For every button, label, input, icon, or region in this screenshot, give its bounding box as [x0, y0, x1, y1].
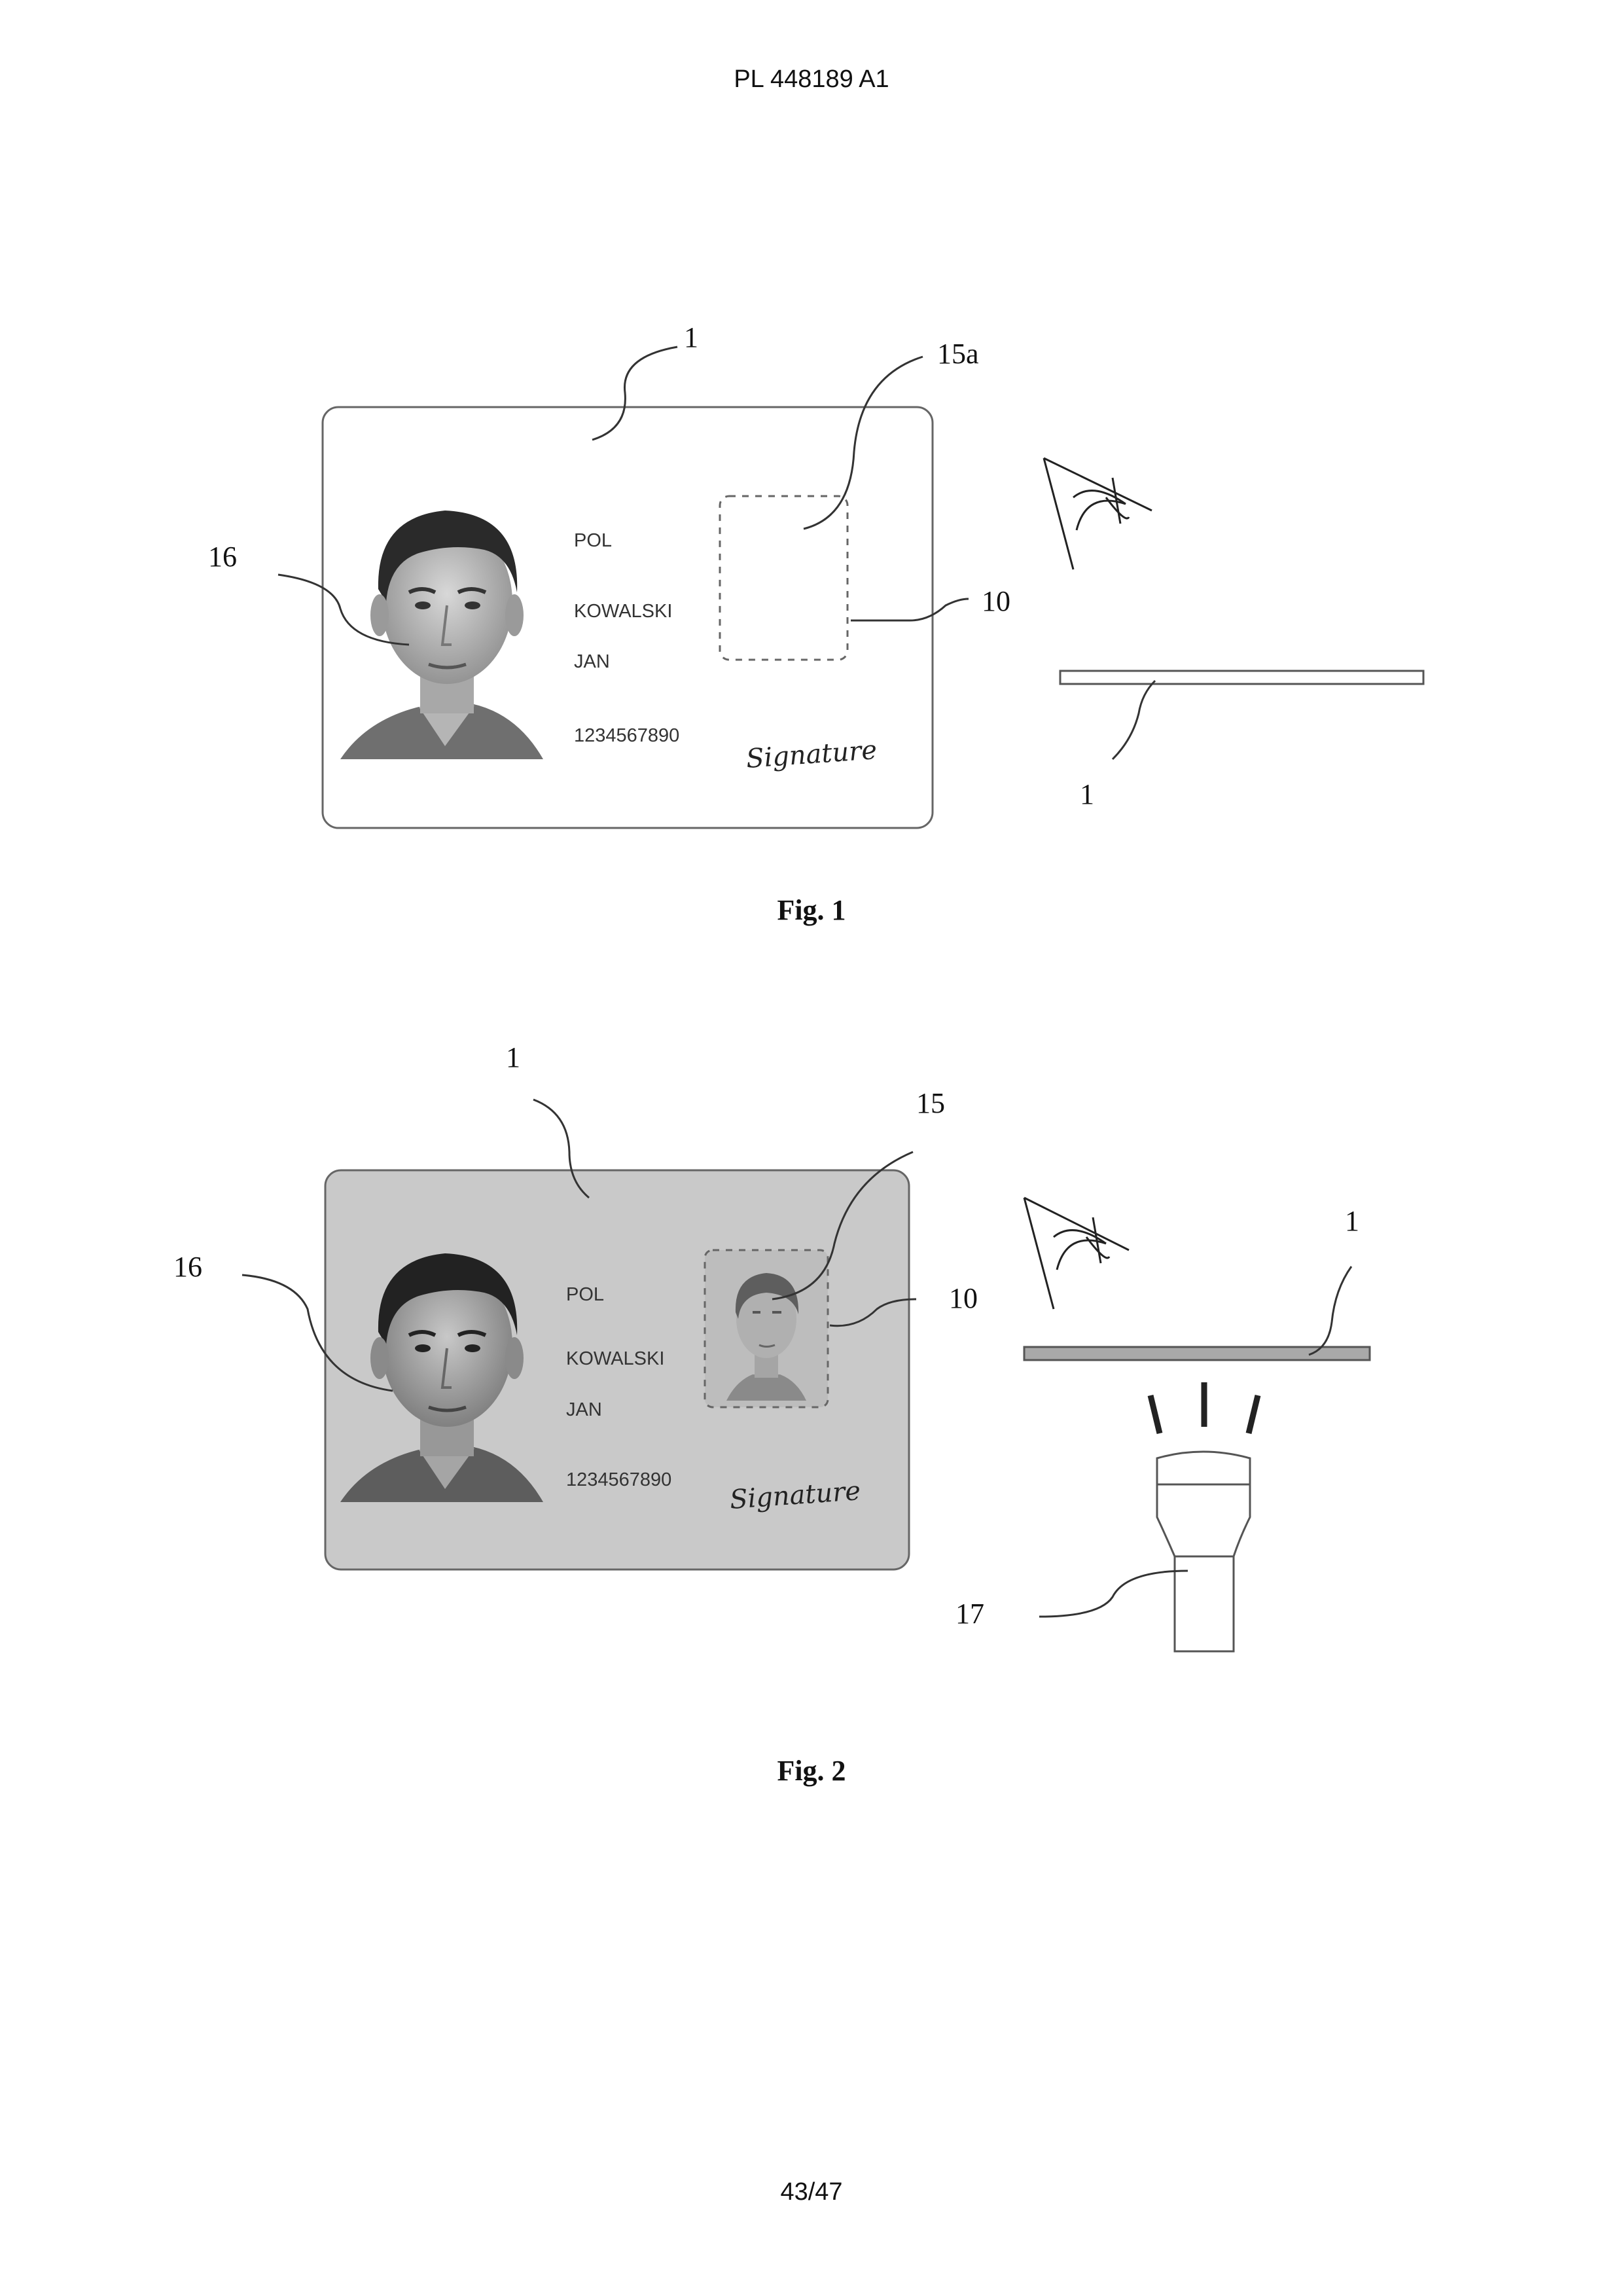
ref-15: 15 — [916, 1086, 945, 1120]
leader-17 — [1039, 1571, 1188, 1617]
ref-1-side: 1 — [1345, 1204, 1359, 1238]
card-given-name: JAN — [566, 1399, 602, 1421]
uv-window-15 — [705, 1250, 828, 1407]
ref-16: 16 — [173, 1250, 202, 1283]
leader-1-side — [1309, 1266, 1351, 1355]
eye-icon — [1024, 1198, 1129, 1309]
page-number: 43/47 — [0, 2178, 1623, 2206]
card-country: POL — [566, 1284, 604, 1306]
flashlight-icon — [1150, 1382, 1258, 1651]
figure-2-drawing — [0, 0, 1623, 1833]
card-number: 1234567890 — [566, 1469, 671, 1491]
figure-2-caption: Fig. 2 — [0, 1754, 1623, 1787]
ref-10: 10 — [949, 1282, 978, 1315]
card-surname: KOWALSKI — [566, 1348, 664, 1370]
ref-17: 17 — [955, 1597, 984, 1630]
ref-1-card: 1 — [506, 1041, 520, 1074]
